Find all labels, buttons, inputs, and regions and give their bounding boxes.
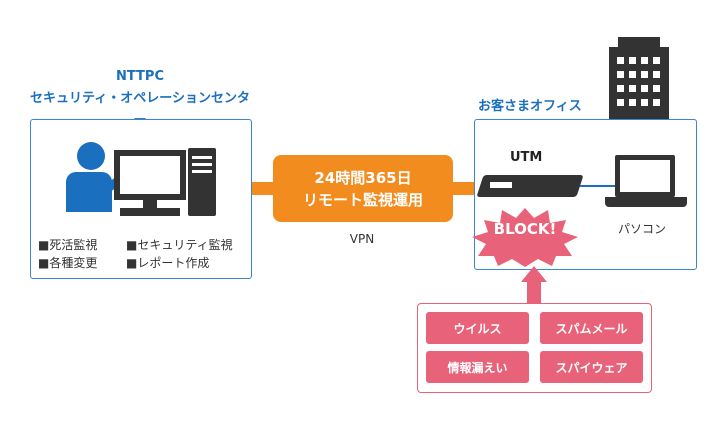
service-item: ■死活監視 bbox=[38, 238, 98, 252]
pc-label: パソコン bbox=[618, 222, 667, 236]
soc-title-line2: セキュリティ・オペレーションセンター bbox=[30, 91, 250, 128]
threat-item: 情報漏えい bbox=[426, 351, 529, 383]
lan-line bbox=[580, 185, 616, 187]
pc-tower-icon bbox=[188, 148, 216, 216]
soc-title: NTTPC セキュリティ・オペレーションセンター bbox=[30, 66, 250, 132]
soc-title-line1: NTTPC bbox=[116, 69, 164, 84]
monitoring-banner: 24時間365日 リモート監視運用 bbox=[273, 155, 453, 222]
service-item: ■レポート作成 bbox=[126, 256, 210, 270]
laptop-base-icon bbox=[605, 197, 687, 207]
utm-label: UTM bbox=[510, 150, 543, 165]
block-label: BLOCK! bbox=[493, 220, 557, 238]
tower-slot bbox=[192, 156, 212, 159]
service-item: ■各種変更 bbox=[38, 256, 98, 270]
tower-slot bbox=[192, 163, 212, 166]
block-burst-icon bbox=[472, 208, 578, 267]
operator-body-icon bbox=[66, 172, 112, 212]
threat-item: スパムメール bbox=[540, 312, 643, 344]
laptop-icon bbox=[615, 155, 675, 197]
tower-slot bbox=[192, 170, 212, 173]
utm-slot bbox=[490, 182, 512, 188]
vpn-label: VPN bbox=[349, 232, 375, 246]
soc-box bbox=[30, 119, 252, 279]
office-title: お客さまオフィス bbox=[478, 99, 582, 114]
threat-item: スパイウェア bbox=[540, 351, 643, 383]
building-icon-top bbox=[618, 37, 660, 49]
monitor-stand-icon bbox=[143, 200, 157, 208]
service-item: ■セキュリティ監視 bbox=[126, 238, 233, 252]
building-icon bbox=[609, 47, 669, 119]
monitor-icon bbox=[114, 150, 186, 200]
arrow-stem bbox=[527, 280, 541, 304]
arrow-up-icon bbox=[521, 266, 547, 282]
monitor-base-icon bbox=[120, 208, 180, 216]
threat-item: ウイルス bbox=[426, 312, 529, 344]
operator-head-icon bbox=[77, 142, 105, 170]
banner-line2: リモート監視運用 bbox=[302, 190, 423, 209]
banner-line1: 24時間365日 bbox=[314, 168, 412, 187]
